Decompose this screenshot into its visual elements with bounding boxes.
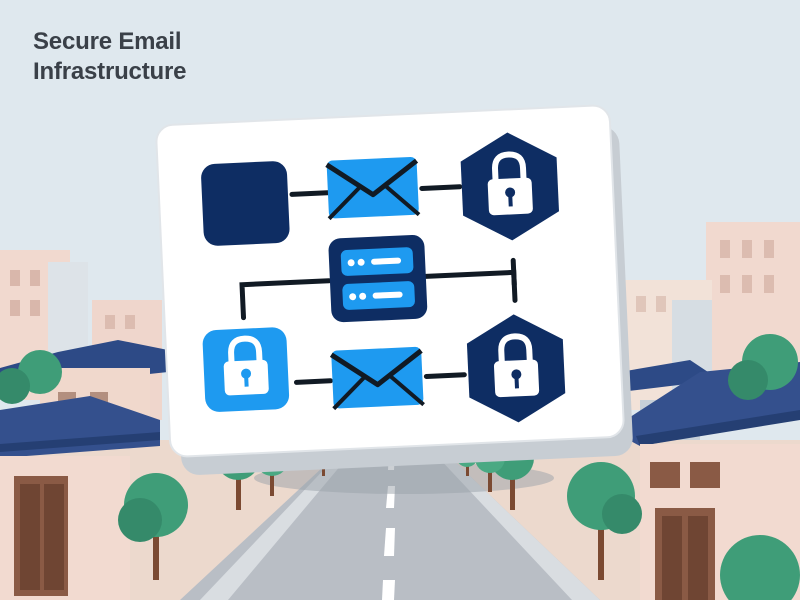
title-line-1: Secure Email [33, 28, 182, 55]
padlock-square-icon [202, 327, 290, 412]
connector-mail-to-lock-2 [423, 372, 467, 379]
diagram-canvas [201, 132, 566, 423]
card-shadow-ground [254, 462, 554, 494]
padlock-hexagon-icon [460, 132, 560, 241]
road [180, 440, 600, 600]
connector-server-to-lock-hexagon [423, 269, 518, 303]
connector-end-tick [510, 257, 517, 287]
connector-lock-to-mail [294, 378, 333, 385]
connector-server-to-lock-square [239, 278, 332, 321]
connector-source-to-mail [289, 190, 333, 197]
diagram-card [154, 103, 626, 459]
server-icon [328, 234, 428, 323]
envelope-icon [325, 156, 421, 221]
title-line-2: Infrastructure [33, 58, 187, 85]
envelope-icon [329, 346, 425, 411]
padlock-hexagon-icon [466, 314, 566, 423]
source-block-icon [201, 161, 290, 246]
right-trees [456, 334, 800, 600]
connector-mail-to-lock [419, 184, 463, 191]
